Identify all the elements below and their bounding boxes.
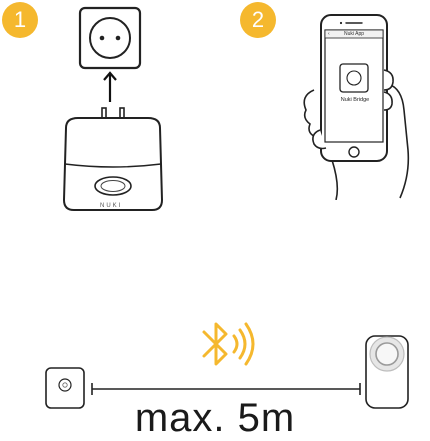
bluetooth-icon (202, 322, 255, 366)
distance-label: max. 5m (134, 396, 296, 440)
app-header-title: Nuki App (344, 31, 365, 37)
distance-line (91, 383, 361, 395)
bridge-plug-illustration (62, 107, 164, 211)
step-1-number: 1 (13, 7, 27, 32)
smart-lock-icon (365, 335, 409, 409)
step-2-badge: 2 (240, 2, 276, 38)
wall-socket-icon (78, 6, 142, 70)
app-back-icon[interactable]: ‹ (328, 31, 330, 37)
step-2-number: 2 (251, 7, 265, 32)
step-1-badge: 1 (2, 2, 38, 38)
app-device-label[interactable]: Nuki Bridge (340, 97, 370, 103)
bridge-brand-label: NUKI (100, 203, 123, 209)
arrow-up-icon (103, 71, 117, 102)
hand-holding-phone-illustration (303, 14, 410, 200)
bridge-small-icon (45, 367, 85, 409)
